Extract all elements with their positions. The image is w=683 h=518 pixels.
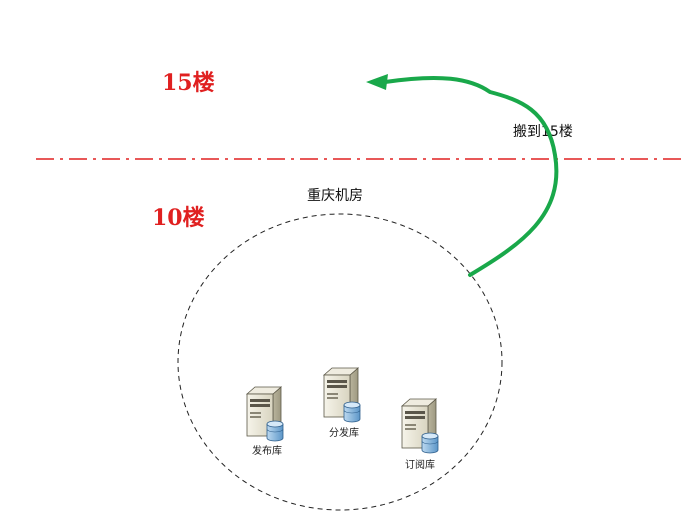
room-label: 重庆机房	[307, 188, 363, 204]
server-label-subscribe: 订阅库	[405, 458, 435, 471]
server-publish: 发布库	[246, 386, 284, 457]
server-label-distribute: 分发库	[329, 426, 359, 439]
server-distribute: 分发库	[323, 367, 361, 439]
floor-15-label: 15楼	[162, 70, 215, 96]
move-label: 搬到15楼	[513, 124, 573, 140]
arrow-head-icon	[366, 74, 388, 90]
room-boundary	[177, 213, 503, 511]
move-arrow-line	[383, 75, 559, 277]
server-icon	[246, 386, 284, 442]
server-icon	[401, 398, 439, 454]
server-label-publish: 发布库	[252, 444, 282, 457]
floor-10-label: 10楼	[152, 205, 205, 231]
server-icon	[323, 367, 361, 423]
move-arrow	[366, 74, 559, 277]
server-subscribe: 订阅库	[401, 398, 439, 471]
